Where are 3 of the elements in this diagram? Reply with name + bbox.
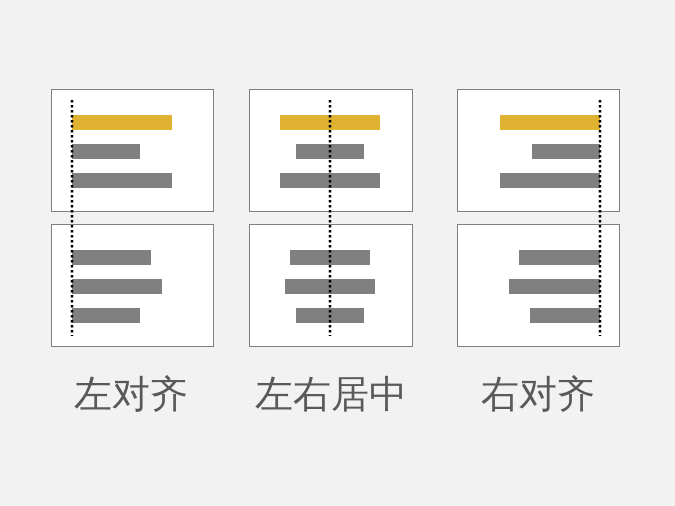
alignment-caption: 右对齐 bbox=[481, 371, 595, 418]
alignment-caption: 左对齐 bbox=[74, 371, 188, 418]
alignment-caption: 左右居中 bbox=[255, 371, 407, 418]
